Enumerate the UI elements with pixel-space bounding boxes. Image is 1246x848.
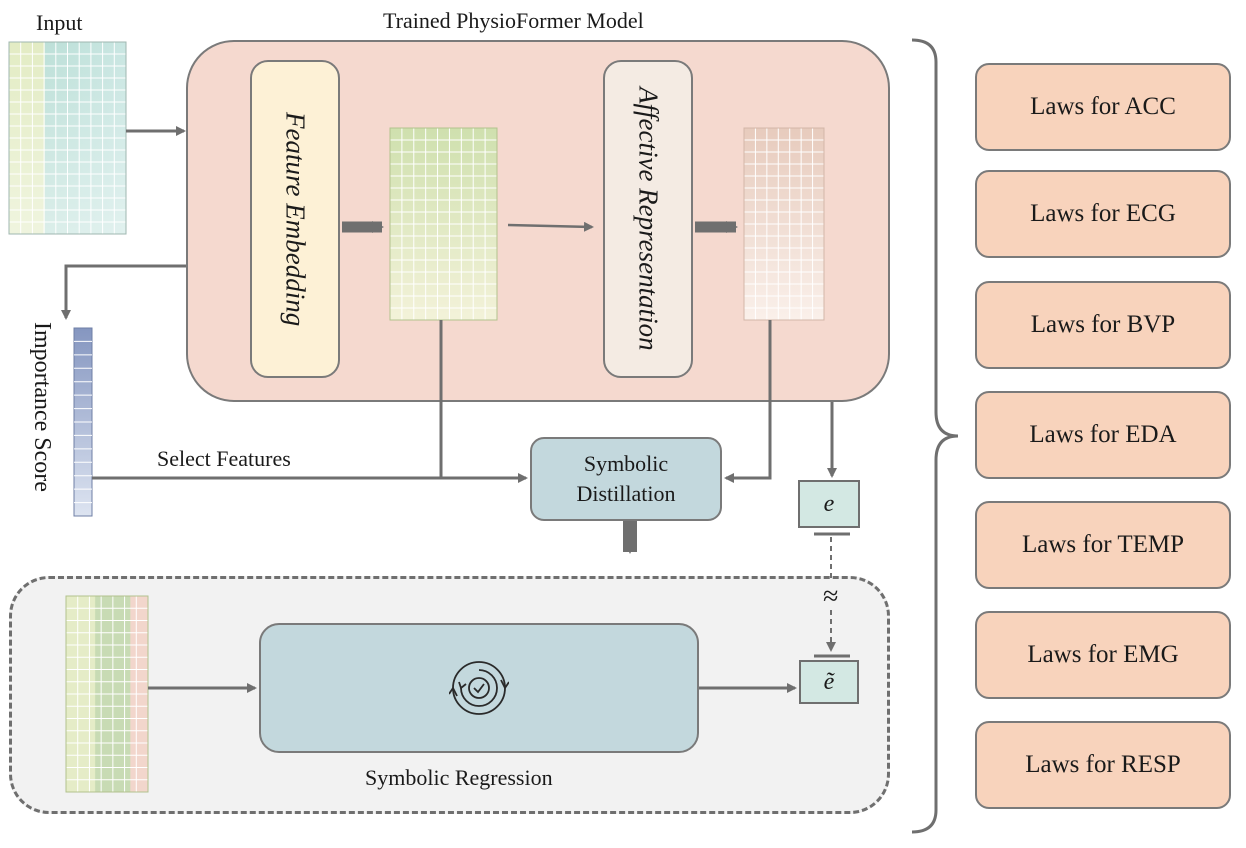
symbolic-distillation-box: Symbolic Distillation bbox=[530, 437, 722, 521]
law-ecg: Laws for ECG bbox=[975, 170, 1231, 258]
affective-representation-box: Affective Representation bbox=[603, 60, 693, 378]
arrow-model-to-importance bbox=[61, 264, 186, 320]
feature-embedding-box: Feature Embedding bbox=[250, 60, 340, 378]
importance-score-bar bbox=[73, 327, 93, 517]
e-tilde-label: ẽ bbox=[823, 668, 835, 695]
symbolic-distillation-label-1: Symbolic bbox=[583, 451, 669, 477]
symbolic-regression-box bbox=[259, 623, 699, 753]
model-title: Trained PhysioFormer Model bbox=[383, 8, 644, 33]
input-matrix bbox=[8, 41, 127, 235]
law-temp: Laws for TEMP bbox=[975, 501, 1231, 589]
feature-embedding-label: Feature Embedding bbox=[280, 111, 311, 327]
arrow-affective-to-distillation bbox=[724, 320, 772, 483]
approx-symbol: ≈ bbox=[823, 581, 839, 612]
law-emg: Laws for EMG bbox=[975, 611, 1231, 699]
feature-embedding-matrix bbox=[389, 127, 498, 321]
affective-representation-matrix bbox=[743, 127, 825, 321]
law-acc: Laws for ACC bbox=[975, 63, 1231, 151]
e-label: e bbox=[823, 490, 835, 517]
arrows bbox=[61, 38, 959, 834]
law-resp: Laws for RESP bbox=[975, 721, 1231, 809]
affective-representation-label: Affective Representation bbox=[633, 87, 664, 351]
law-bvp: Laws for BVP bbox=[975, 281, 1231, 369]
e-tilde-output-box: ẽ bbox=[799, 660, 859, 704]
e-output-box: e bbox=[798, 480, 860, 528]
laws-bracket bbox=[911, 38, 959, 834]
selected-features-matrix bbox=[65, 595, 149, 793]
law-eda: Laws for EDA bbox=[975, 391, 1231, 479]
select-features-label: Select Features bbox=[157, 446, 291, 471]
arrow-embedding-to-affective bbox=[507, 221, 594, 232]
symbolic-distillation-label-2: Distillation bbox=[576, 481, 676, 506]
input-label: Input bbox=[36, 10, 83, 35]
cycle-check-icon bbox=[449, 661, 509, 715]
symbolic-regression-label: Symbolic Regression bbox=[365, 765, 553, 790]
importance-score-label: Importance Score bbox=[29, 322, 55, 492]
